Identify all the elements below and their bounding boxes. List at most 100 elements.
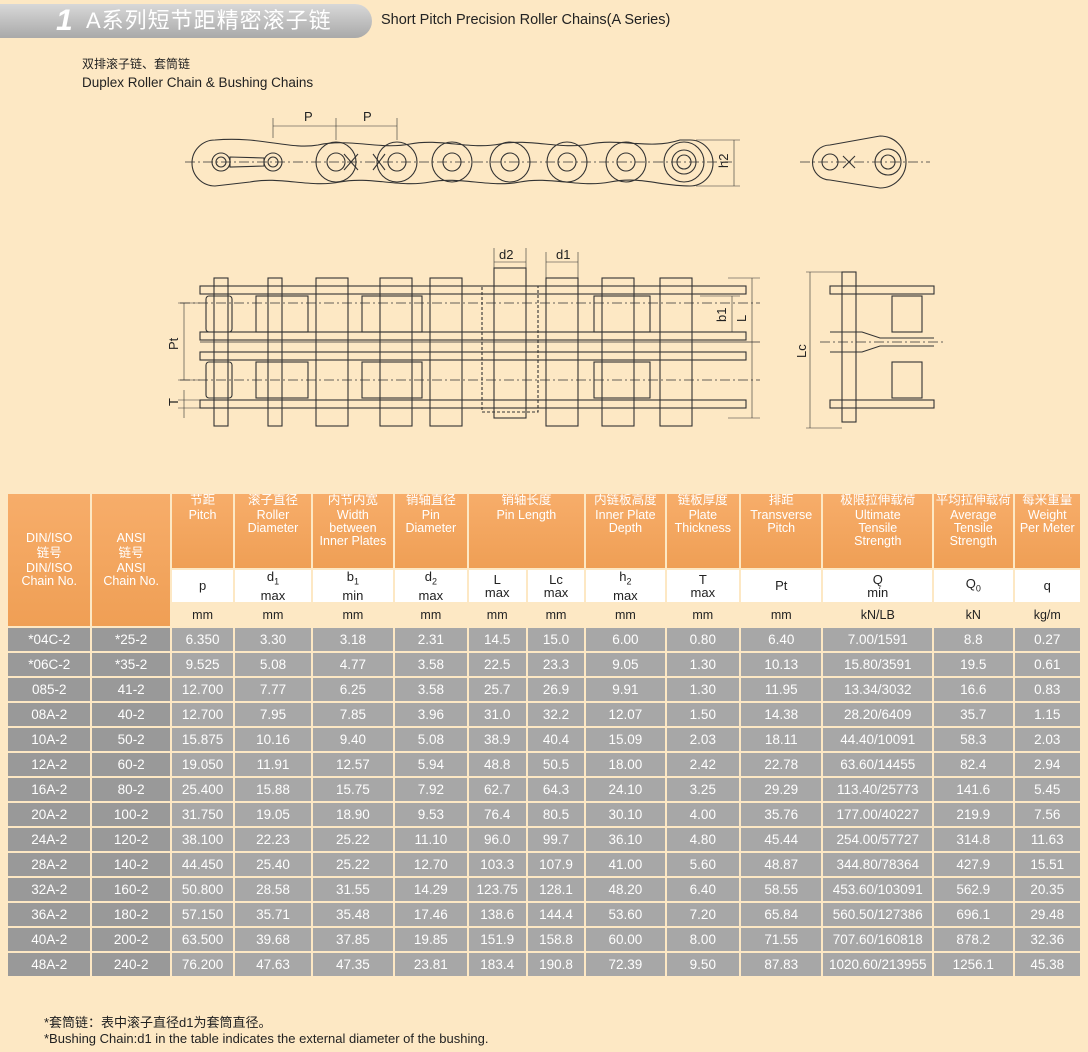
title-chinese: A系列短节距精密滚子链 xyxy=(86,8,332,33)
table-cell: 1.50 xyxy=(666,702,740,726)
table-cell: 15.0 xyxy=(527,627,585,651)
table-cell: 1.30 xyxy=(666,677,740,701)
table-cell: 13.34/3032 xyxy=(823,677,933,701)
unit-cell: kN/LB xyxy=(823,603,933,626)
table-cell: 99.7 xyxy=(527,827,585,851)
table-cell: 18.11 xyxy=(741,727,822,751)
table-cell: 113.40/25773 xyxy=(823,777,933,801)
table-cell: 16A-2 xyxy=(8,777,91,801)
table-cell: 60-2 xyxy=(92,752,170,776)
table-cell: 10A-2 xyxy=(8,727,91,751)
table-cell: 41-2 xyxy=(92,677,170,701)
table-cell: 63.60/14455 xyxy=(823,752,933,776)
table-cell: 22.23 xyxy=(235,827,311,851)
table-cell: 560.50/127386 xyxy=(823,902,933,926)
table-cell: 22.5 xyxy=(468,652,526,676)
table-cell: 35.48 xyxy=(312,902,394,926)
table-cell: 45.38 xyxy=(1014,952,1080,976)
table-cell: 6.350 xyxy=(171,627,234,651)
unit-cell: mm xyxy=(586,603,665,626)
table-cell: 7.00/1591 xyxy=(823,627,933,651)
table-cell: 120-2 xyxy=(92,827,170,851)
table-cell: 085-2 xyxy=(8,677,91,701)
table-cell: 25.40 xyxy=(235,852,311,876)
footnote-chinese: *套筒链：表中滚子直径d1为套筒直径。 xyxy=(44,1015,272,1030)
table-cell: 30.10 xyxy=(586,802,665,826)
dim-label-d2: d2 xyxy=(499,247,513,262)
table-cell: 28.20/6409 xyxy=(823,702,933,726)
table-cell: 3.18 xyxy=(312,627,394,651)
symbol-cell: Q0 xyxy=(934,570,1013,602)
table-cell: 183.4 xyxy=(468,952,526,976)
table-cell: 25.400 xyxy=(171,777,234,801)
table-cell: 5.08 xyxy=(395,727,467,751)
table-cell: 453.60/103091 xyxy=(823,877,933,901)
table-cell: 18.90 xyxy=(312,802,394,826)
table-cell: 2.03 xyxy=(666,727,740,751)
dim-label-b1: b1 xyxy=(714,308,729,322)
table-cell: 53.60 xyxy=(586,902,665,926)
table-cell: 24A-2 xyxy=(8,827,91,851)
footnote-english: *Bushing Chain:d1 in the table indicates… xyxy=(44,1031,489,1046)
dim-label-p: P xyxy=(363,109,372,124)
table-cell: 71.55 xyxy=(741,927,822,951)
symbol-cell: q xyxy=(1014,570,1080,602)
unit-cell: kg/m xyxy=(1014,603,1080,626)
table-cell: *35-2 xyxy=(92,652,170,676)
table-cell: 15.75 xyxy=(312,777,394,801)
table-cell: 11.95 xyxy=(741,677,822,701)
table-cell: 103.3 xyxy=(468,852,526,876)
table-cell: 25.7 xyxy=(468,677,526,701)
table-cell: 35.76 xyxy=(741,802,822,826)
table-cell: 36.10 xyxy=(586,827,665,851)
table-cell: 14.5 xyxy=(468,627,526,651)
title-bar xyxy=(0,4,372,38)
table-cell: 123.75 xyxy=(468,877,526,901)
table-cell: 15.88 xyxy=(235,777,311,801)
table-cell: 4.00 xyxy=(666,802,740,826)
table-cell: 25.22 xyxy=(312,852,394,876)
table-cell: 12A-2 xyxy=(8,752,91,776)
table-cell: 19.05 xyxy=(235,802,311,826)
table-cell: 65.84 xyxy=(741,902,822,926)
table-cell: 32A-2 xyxy=(8,877,91,901)
table-cell: 15.51 xyxy=(1014,852,1080,876)
table-cell: 190.8 xyxy=(527,952,585,976)
table-cell: 29.48 xyxy=(1014,902,1080,926)
table-cell: 35.71 xyxy=(235,902,311,926)
table-cell: 9.53 xyxy=(395,802,467,826)
chain-drawings: P P h2 d2 d1 b1 L Lc Pt T xyxy=(166,109,944,429)
table-cell: 128.1 xyxy=(527,877,585,901)
table-cell: 2.94 xyxy=(1014,752,1080,776)
table-cell: 9.05 xyxy=(586,652,665,676)
table-cell: 62.7 xyxy=(468,777,526,801)
table-cell: 48A-2 xyxy=(8,952,91,976)
table-cell: 6.25 xyxy=(312,677,394,701)
table-cell: 2.31 xyxy=(395,627,467,651)
unit-cell: kN xyxy=(934,603,1013,626)
bushing-end-view xyxy=(800,135,930,189)
table-cell: 141.6 xyxy=(934,777,1013,801)
table-cell: 47.35 xyxy=(312,952,394,976)
table-cell: 44.450 xyxy=(171,852,234,876)
unit-cell: mm xyxy=(468,603,526,626)
table-cell: 254.00/57727 xyxy=(823,827,933,851)
